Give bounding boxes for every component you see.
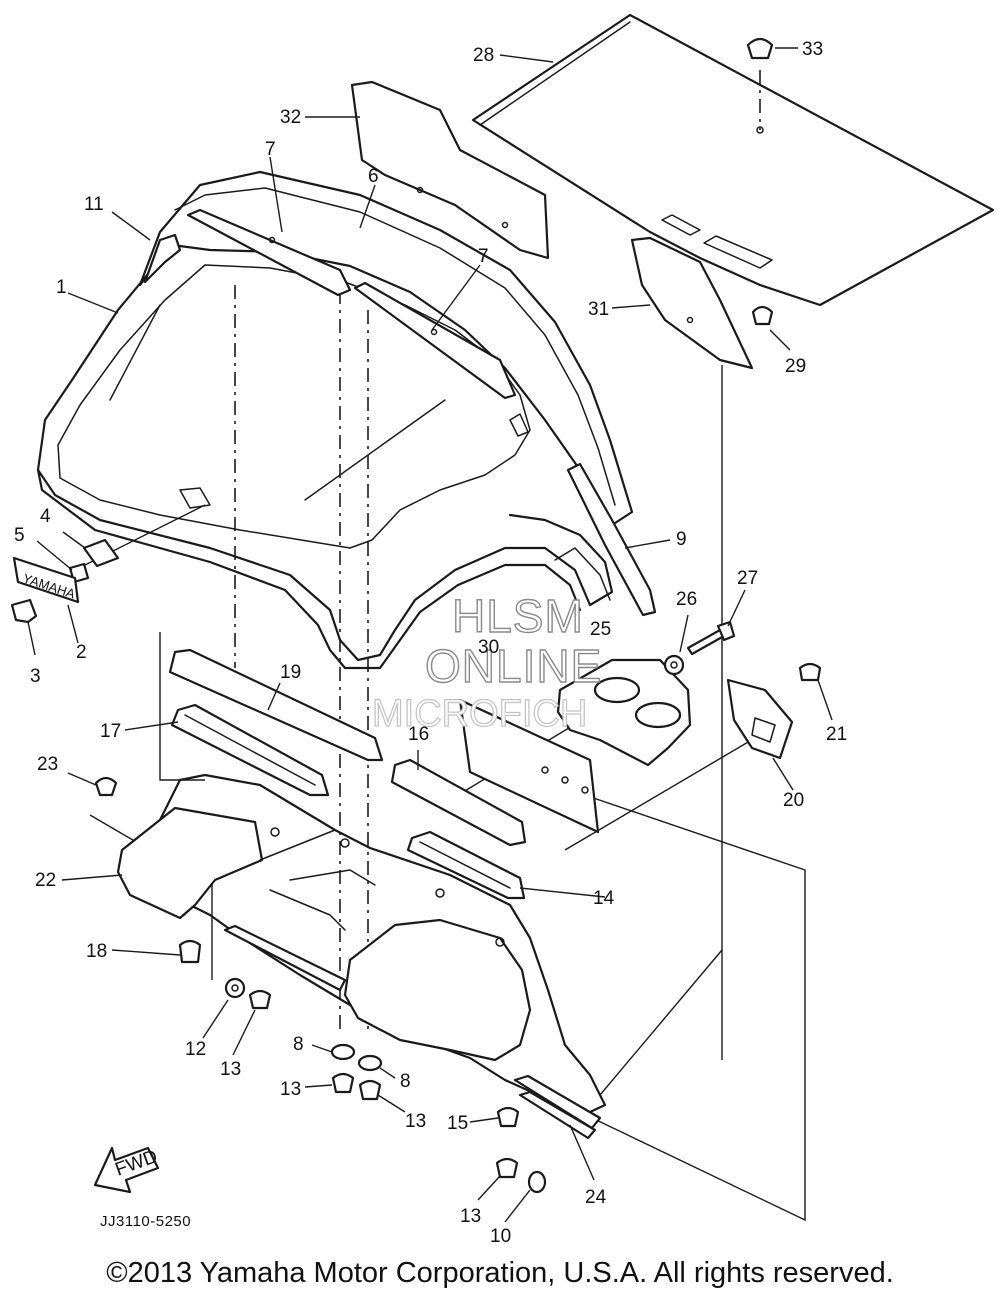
watermark-line-2: ONLINE	[425, 640, 602, 692]
panel-28	[471, 13, 995, 307]
bracket-20	[726, 662, 822, 760]
nut-21	[798, 662, 822, 682]
callout-24: 24	[585, 1187, 607, 1208]
callout-16: 16	[408, 724, 429, 745]
trim-24	[223, 924, 602, 1140]
callout-8b: 8	[400, 1071, 411, 1092]
callout-17: 17	[100, 721, 121, 742]
callout-2: 2	[76, 642, 87, 663]
callout-31: 31	[588, 299, 609, 320]
callout-20: 20	[783, 790, 804, 811]
callout-13d: 13	[460, 1206, 481, 1227]
callout-10: 10	[490, 1226, 511, 1247]
pad-32	[350, 80, 550, 260]
callout-8a: 8	[293, 1034, 304, 1055]
callout-29: 29	[785, 356, 806, 377]
callout-13b: 13	[280, 1079, 301, 1100]
callout-13a: 13	[220, 1059, 241, 1080]
screw-3	[10, 598, 38, 624]
pad-31	[630, 236, 754, 370]
callout-4: 4	[40, 506, 51, 527]
callout-15: 15	[447, 1113, 468, 1134]
callout-22: 22	[35, 870, 56, 891]
callout-26: 26	[676, 589, 697, 610]
callout-6: 6	[368, 166, 379, 187]
callout-13c: 13	[405, 1111, 426, 1132]
watermark-line-1: HLSM	[452, 590, 584, 642]
callout-25: 25	[590, 619, 611, 640]
compartment-22	[116, 773, 607, 1114]
clip-23	[94, 776, 118, 797]
callout-28: 28	[473, 45, 494, 66]
callout-5: 5	[14, 525, 25, 546]
callout-32: 32	[280, 107, 301, 128]
grommet-33	[746, 37, 774, 60]
emblem-2	[12, 556, 80, 604]
callout-9: 9	[676, 529, 687, 550]
callout-19: 19	[280, 662, 301, 683]
callout-labels: 28 33 32 6 7 7 11 1 31 29 9 27 26 25 30 …	[14, 39, 847, 1247]
callout-27: 27	[737, 568, 758, 589]
seals-17-19	[168, 648, 384, 797]
copyright-notice: ©2013 Yamaha Motor Corporation, U.S.A. A…	[106, 1257, 894, 1289]
small-fasteners	[178, 939, 547, 1194]
watermark: HLSM ONLINE MICROFICH	[371, 589, 602, 735]
callout-23: 23	[37, 754, 58, 775]
callout-14: 14	[593, 888, 615, 909]
callout-30: 30	[478, 637, 499, 658]
callout-leaders	[27, 47, 833, 1223]
callout-1: 1	[56, 277, 67, 298]
callout-21: 21	[826, 724, 847, 745]
plate-30	[458, 698, 600, 834]
assembly-guide-lines	[74, 70, 806, 1222]
latch-parts: YAMAHA	[10, 538, 120, 624]
diagram-code: JJ3110-5250	[100, 1213, 191, 1230]
callout-12: 12	[185, 1039, 206, 1060]
latch-4	[82, 538, 120, 568]
cup-holder-25	[556, 658, 692, 767]
fasteners-26-27	[663, 620, 736, 676]
callout-7a: 7	[265, 139, 276, 160]
callout-11: 11	[84, 194, 104, 215]
seals-14-16	[390, 758, 527, 900]
callout-18: 18	[86, 941, 107, 962]
callout-7b: 7	[478, 246, 489, 267]
watermark-line-3: MICROFICH	[372, 693, 587, 735]
fwd-arrow: FWD	[93, 1146, 160, 1194]
callout-3: 3	[30, 666, 41, 687]
grommet-29	[751, 305, 774, 326]
cover-1	[36, 170, 657, 670]
callout-33: 33	[802, 39, 823, 60]
